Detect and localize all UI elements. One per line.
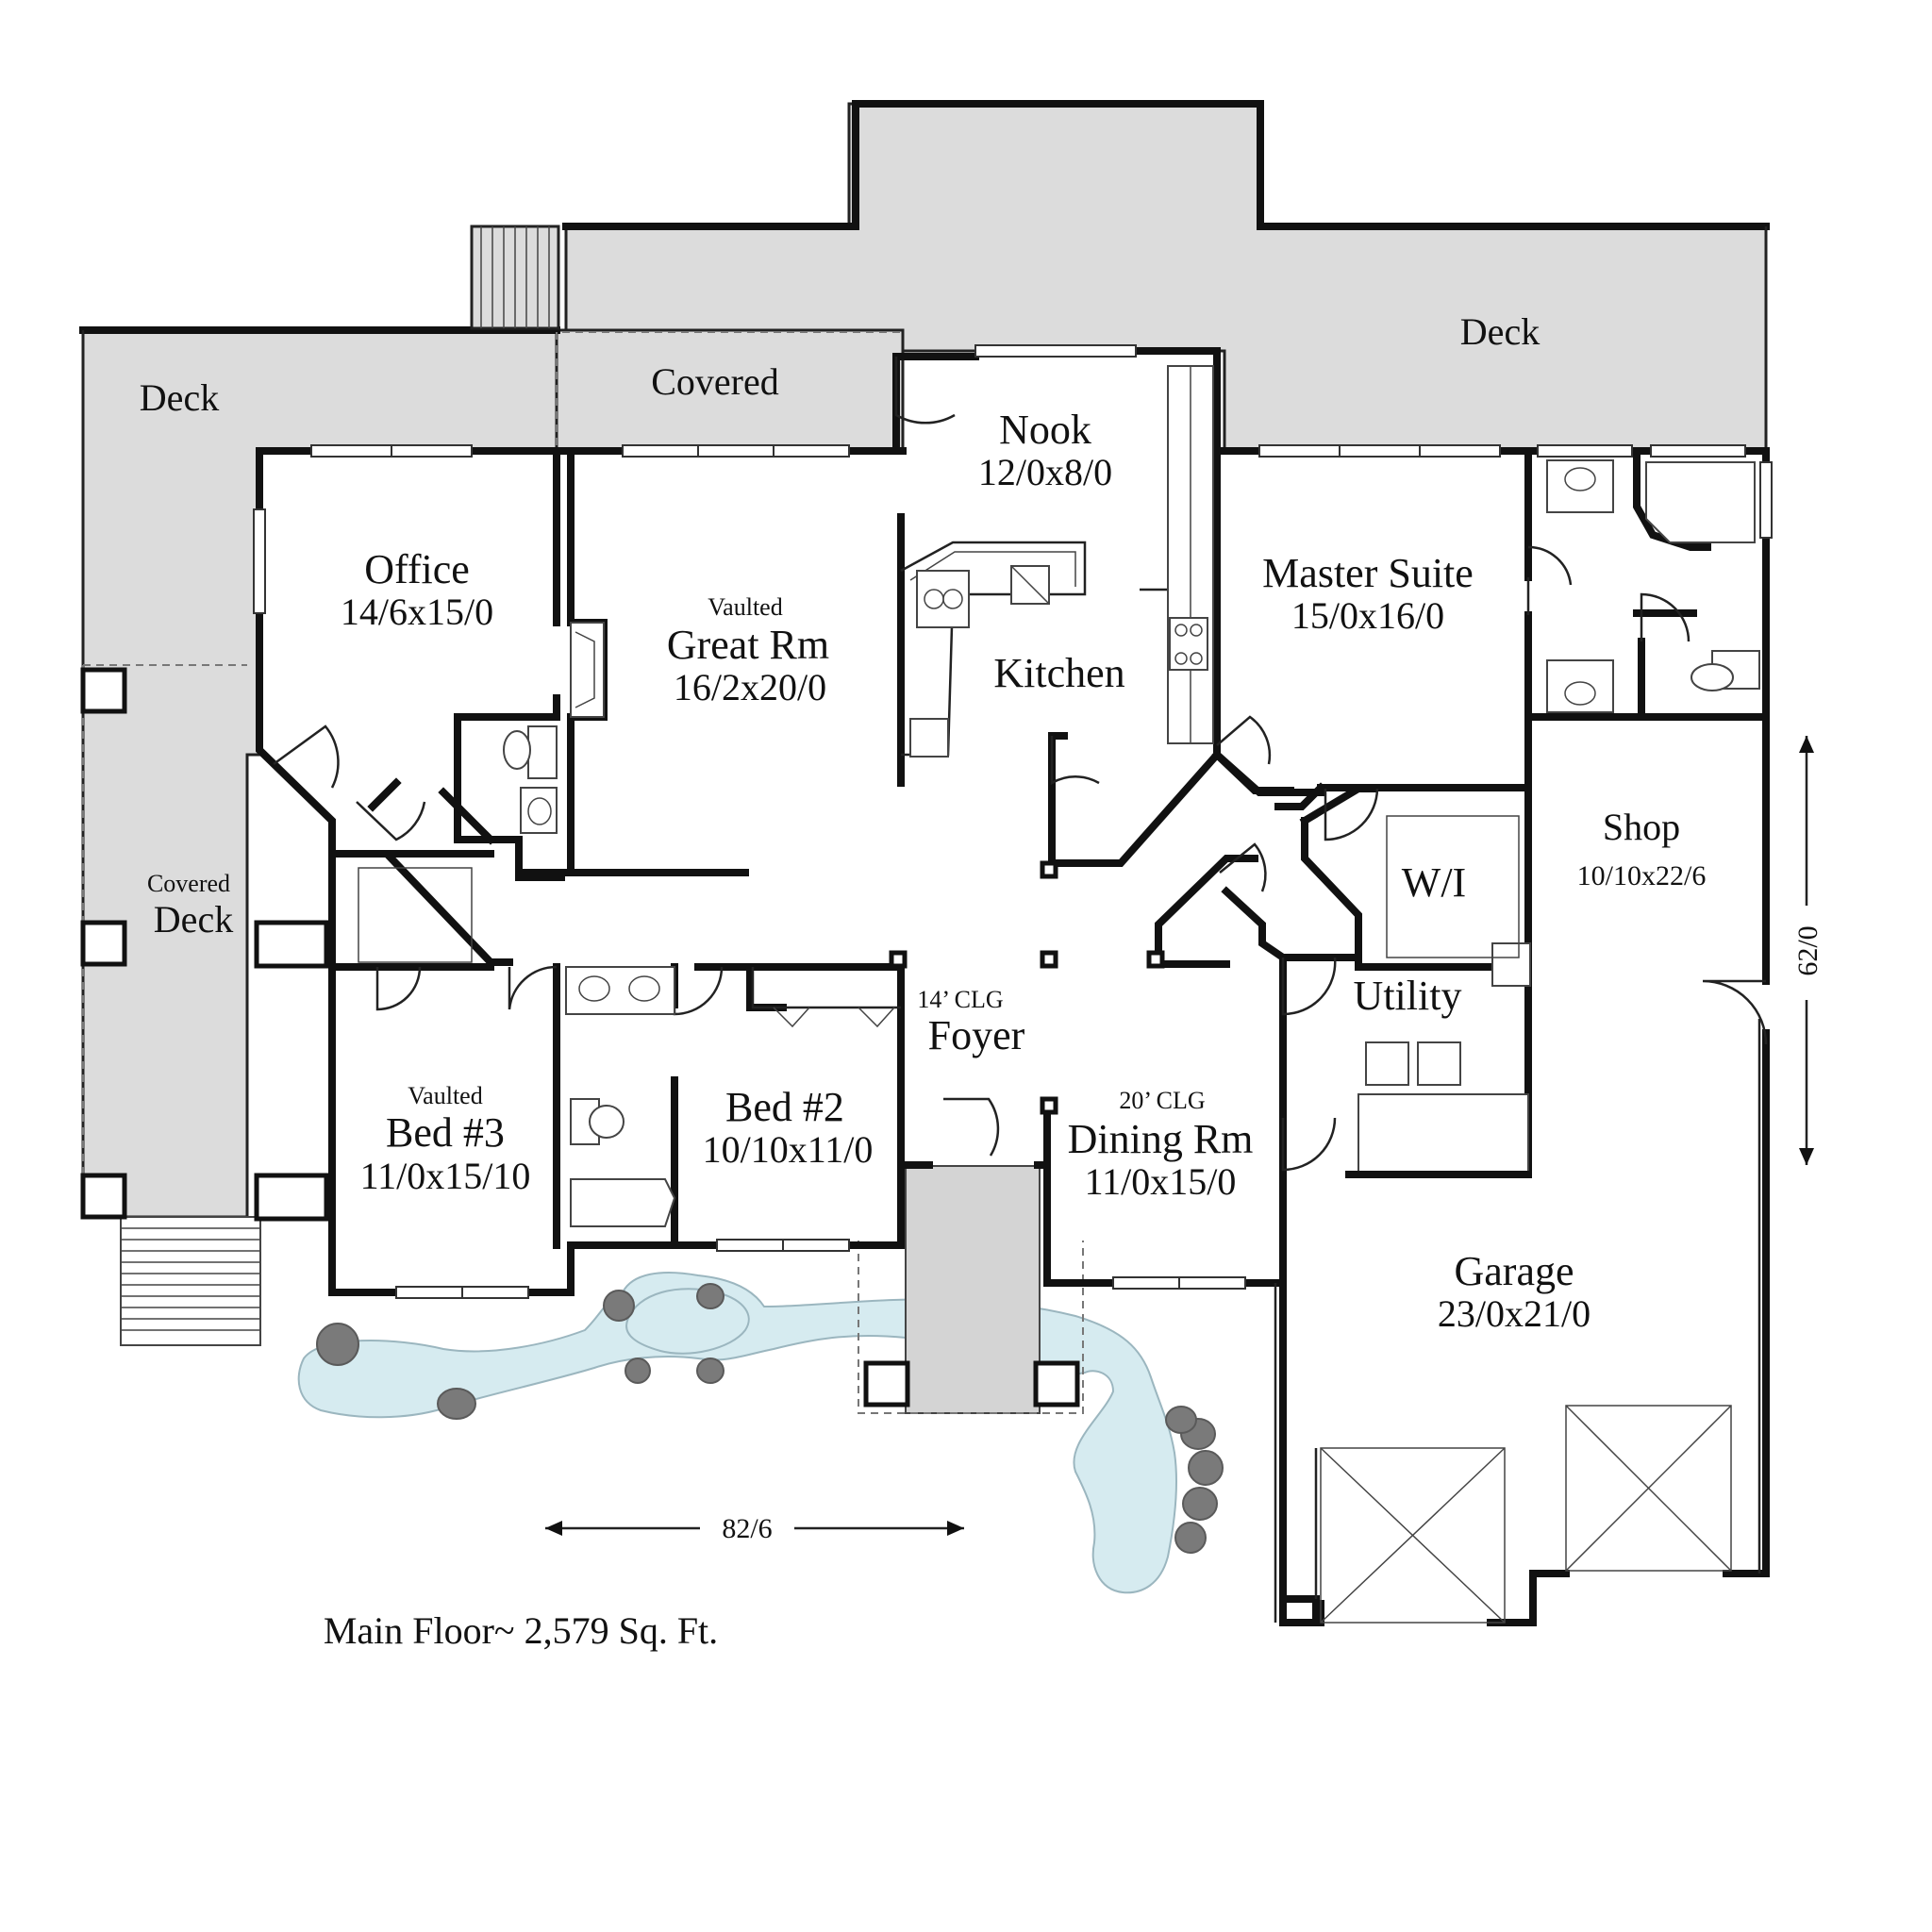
post (1033, 1360, 1080, 1407)
garage-door-right (1565, 1405, 1732, 1572)
bed3-note: Vaulted (408, 1082, 482, 1109)
rock (437, 1388, 476, 1420)
rock (1174, 1522, 1207, 1554)
dimension-depth: 62/0 (1792, 736, 1824, 1165)
washer-icon (1365, 1041, 1409, 1086)
rock (696, 1283, 724, 1309)
foyer-note: 14’ CLG (917, 986, 1003, 1013)
garage-size: 23/0x21/0 (1438, 1292, 1591, 1335)
post (254, 1173, 329, 1222)
shop-size: 10/10x22/6 (1577, 860, 1707, 891)
post (80, 667, 127, 714)
rock (696, 1357, 724, 1384)
deck-right-label: Deck (1460, 310, 1540, 353)
floor-caption: Main Floor~ 2,579 Sq. Ft. (324, 1609, 718, 1652)
fireplace-icon (570, 622, 605, 718)
bed2-label: Bed #2 (725, 1084, 844, 1130)
great-rm-label: Great Rm (667, 622, 829, 668)
sink-icon (1546, 459, 1614, 513)
office-label: Office (364, 546, 470, 592)
dining-note: 20’ CLG (1119, 1087, 1205, 1114)
rock (1188, 1450, 1224, 1486)
dimension-depth-label: 62/0 (1792, 925, 1824, 975)
nook-label: Nook (999, 407, 1091, 453)
fixtures (358, 365, 1760, 1624)
stairs-bottom (120, 1216, 261, 1346)
post (254, 920, 329, 969)
utility-label: Utility (1354, 973, 1462, 1019)
shower-icon (1645, 461, 1756, 543)
dining-size: 11/0x15/0 (1085, 1160, 1237, 1203)
double-sink-icon (565, 966, 675, 1015)
garage-label: Garage (1454, 1248, 1574, 1294)
range-icon (1169, 617, 1208, 671)
pond (297, 1272, 1224, 1594)
rock (1165, 1406, 1197, 1434)
windows (253, 344, 1773, 1299)
toilet-icon (527, 725, 558, 779)
bed3-label: Bed #3 (386, 1109, 505, 1156)
master-suite-label: Master Suite (1262, 550, 1474, 596)
room-labels: Deck Covered Deck Covered Deck Office 14… (140, 310, 1707, 1335)
entry-porch (858, 1165, 1084, 1414)
rock (316, 1323, 359, 1366)
deck-left-label: Deck (140, 376, 219, 419)
rock (603, 1290, 635, 1322)
covered-label: Covered (651, 360, 779, 403)
kitchen-label: Kitchen (993, 650, 1124, 696)
post (80, 1173, 127, 1220)
tub-icon (570, 1178, 676, 1227)
garage-door-left (1320, 1447, 1506, 1624)
office-size: 14/6x15/0 (341, 591, 493, 633)
foyer-label: Foyer (928, 1012, 1025, 1058)
post (863, 1360, 910, 1407)
dryer-icon (1417, 1041, 1461, 1086)
stairs-top (470, 225, 560, 330)
dining-label: Dining Rm (1068, 1116, 1254, 1162)
utility-sink-icon (1491, 942, 1531, 987)
wi-label: W/I (1402, 859, 1466, 906)
bed2-size: 10/10x11/0 (703, 1128, 874, 1171)
dimension-width-label: 82/6 (722, 1513, 772, 1544)
sink-icon (1546, 659, 1614, 713)
covered-deck-label-line1: Covered (147, 870, 230, 897)
rock (1182, 1487, 1218, 1521)
nook-size: 12/0x8/0 (978, 451, 1112, 493)
covered-deck-label-line2: Deck (154, 898, 233, 941)
dimension-width: 82/6 (545, 1513, 964, 1544)
great-rm-size: 16/2x20/0 (674, 666, 826, 708)
deck-area (79, 100, 1770, 1346)
great-rm-note: Vaulted (708, 593, 782, 621)
post (80, 920, 127, 967)
bed3-size: 11/0x15/10 (360, 1155, 531, 1197)
shop-label: Shop (1603, 806, 1680, 848)
rock (625, 1357, 651, 1384)
master-suite-size: 15/0x16/0 (1291, 594, 1444, 637)
